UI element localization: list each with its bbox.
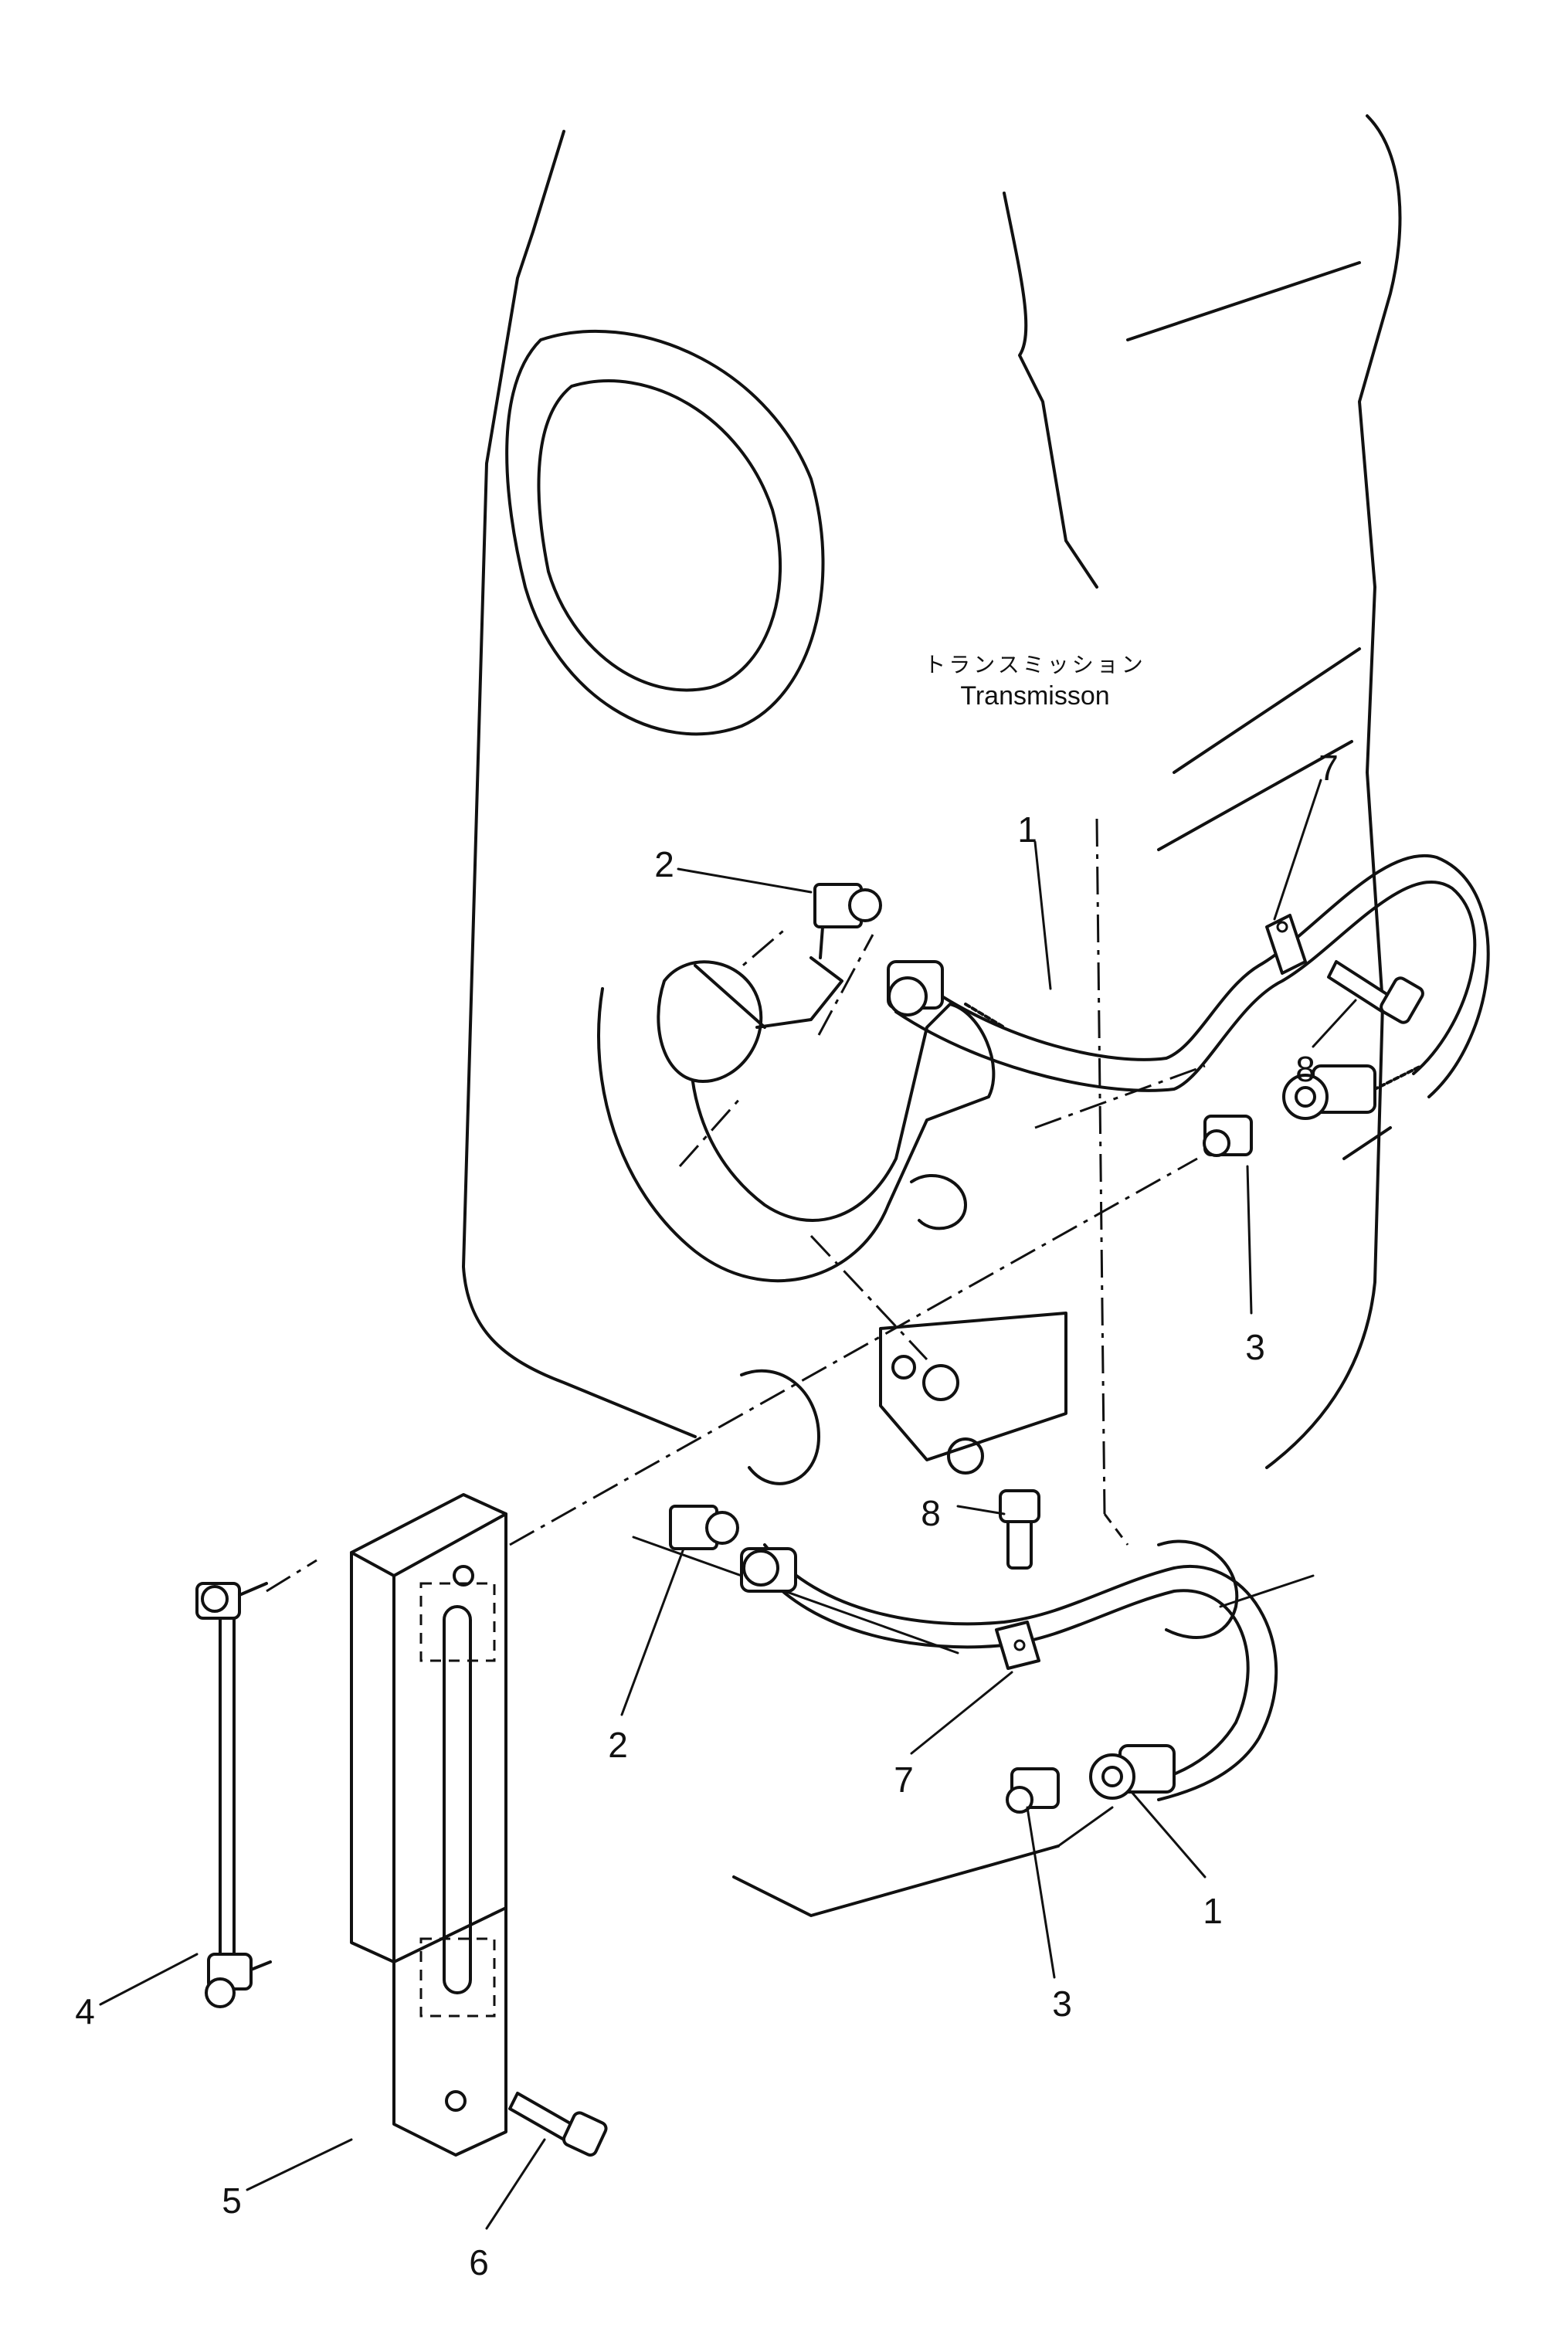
callout-hose-top: 1 — [1017, 809, 1037, 850]
callout-bracket: 5 — [222, 2181, 242, 2221]
sight-gauge — [195, 1559, 317, 2008]
caption-english: Transmisson — [960, 681, 1109, 711]
callout-bolt-top: 8 — [1295, 1049, 1315, 1089]
callout-connector-bottom: 3 — [1052, 1984, 1072, 2024]
callout-elbow-bottom: 2 — [608, 1725, 628, 1765]
callout-elbow-top: 2 — [654, 844, 674, 884]
bracket — [350, 1493, 507, 2157]
bolt-top — [1327, 960, 1424, 1024]
filter-assembly — [657, 956, 843, 1083]
callout-clamp-bottom: 7 — [894, 1760, 914, 1800]
callout-hose-bottom: 1 — [1203, 1891, 1223, 1931]
hose-assembly-top — [657, 854, 1490, 1120]
leader-lines — [99, 779, 1357, 2230]
transmission-housing — [462, 114, 1402, 1917]
clamp-top — [1265, 914, 1307, 975]
phantom-lines — [509, 925, 1206, 1546]
bolt-bracket — [508, 2092, 608, 2157]
bolt-bottom — [999, 1489, 1040, 1570]
callout-bolt-bracket: 6 — [469, 2242, 489, 2282]
hose-assembly-bottom — [669, 1505, 1278, 1801]
callout-clamp-top: 7 — [1319, 748, 1339, 788]
caption-japanese: トランスミッション — [924, 652, 1145, 677]
callout-sight-gauge: 4 — [75, 1991, 95, 2031]
connector-top — [1203, 1115, 1253, 1157]
clamp-bottom — [995, 1621, 1040, 1670]
callout-connector-top: 3 — [1245, 1327, 1265, 1367]
connector-bottom — [1006, 1767, 1060, 1814]
callout-bolt-bottom: 8 — [921, 1493, 941, 1533]
